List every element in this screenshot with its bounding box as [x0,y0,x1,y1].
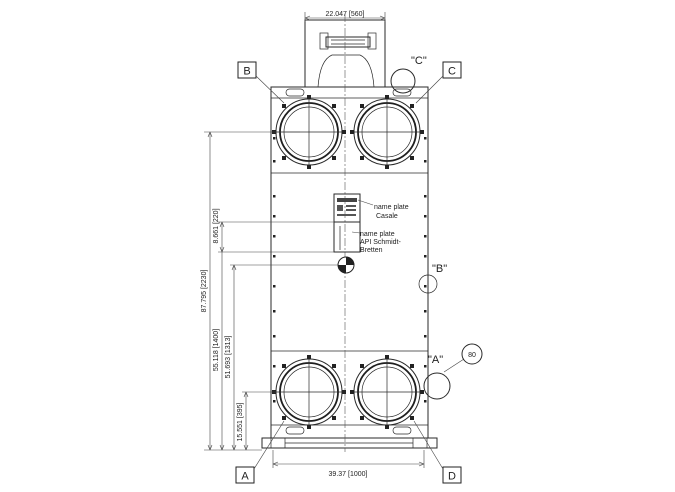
dim-overall-height-label: 87.795 [2230] [201,270,208,313]
view-b-circle [418,274,438,294]
nameplate-api-leader [351,231,361,234]
nameplate-casale [333,193,361,223]
view-c-mark: "C" [411,55,427,67]
nameplate-casale-leader [357,199,374,206]
dim-top-width [304,12,386,22]
view-a-circle [423,372,451,400]
svg-text:A: A [241,471,249,483]
corner-label-c: C [442,61,462,79]
port-upper-right [350,95,424,169]
nameplate-api [333,221,361,253]
dim-overall-height [204,131,300,451]
view-b-mark: "B" [432,263,447,275]
center-of-gravity-icon [337,256,355,274]
dim-bottom-width-label: 39.37 [1000] [329,471,368,478]
note-nameplate-api-2: API Schmidt- [360,239,402,246]
dim-upper-height-b [230,264,338,451]
callout-80-circle [461,343,483,365]
dim-upper-height-a [219,252,225,451]
dim-nameplate-offset-label: 8.661 [220] [213,208,220,243]
note-nameplate-api-1: name plate [360,231,395,238]
view-c-circle [390,68,416,94]
svg-text:C: C [448,66,456,78]
corner-label-a: A [235,466,255,484]
dim-lower-port-height [242,391,276,451]
corner-label-b: B [237,61,257,79]
callout-80-label: 80 [468,352,476,359]
dim-upper-height-a-label: 55.118 [1400] [213,329,220,371]
frame-body [261,86,438,449]
note-nameplate-casale-2: Casale [376,213,398,220]
svg-text:B: B [243,66,250,78]
svg-text:D: D [448,471,456,483]
corner-label-d: D [442,466,462,484]
dim-bottom-width [272,450,425,468]
dim-nameplate-offset [218,221,334,253]
dim-top-width-label: 22.047 [560] [326,11,365,18]
dim-lower-port-height-label: 15.551 [395] [237,402,244,441]
port-lower-right [350,355,424,429]
dim-upper-height-b-label: 51.693 [1313] [225,336,232,379]
port-lower-left [272,355,346,429]
note-nameplate-casale-1: name plate [374,204,409,211]
view-a-mark: "A" [428,354,443,366]
note-nameplate-api-3: Bretten [360,247,383,254]
